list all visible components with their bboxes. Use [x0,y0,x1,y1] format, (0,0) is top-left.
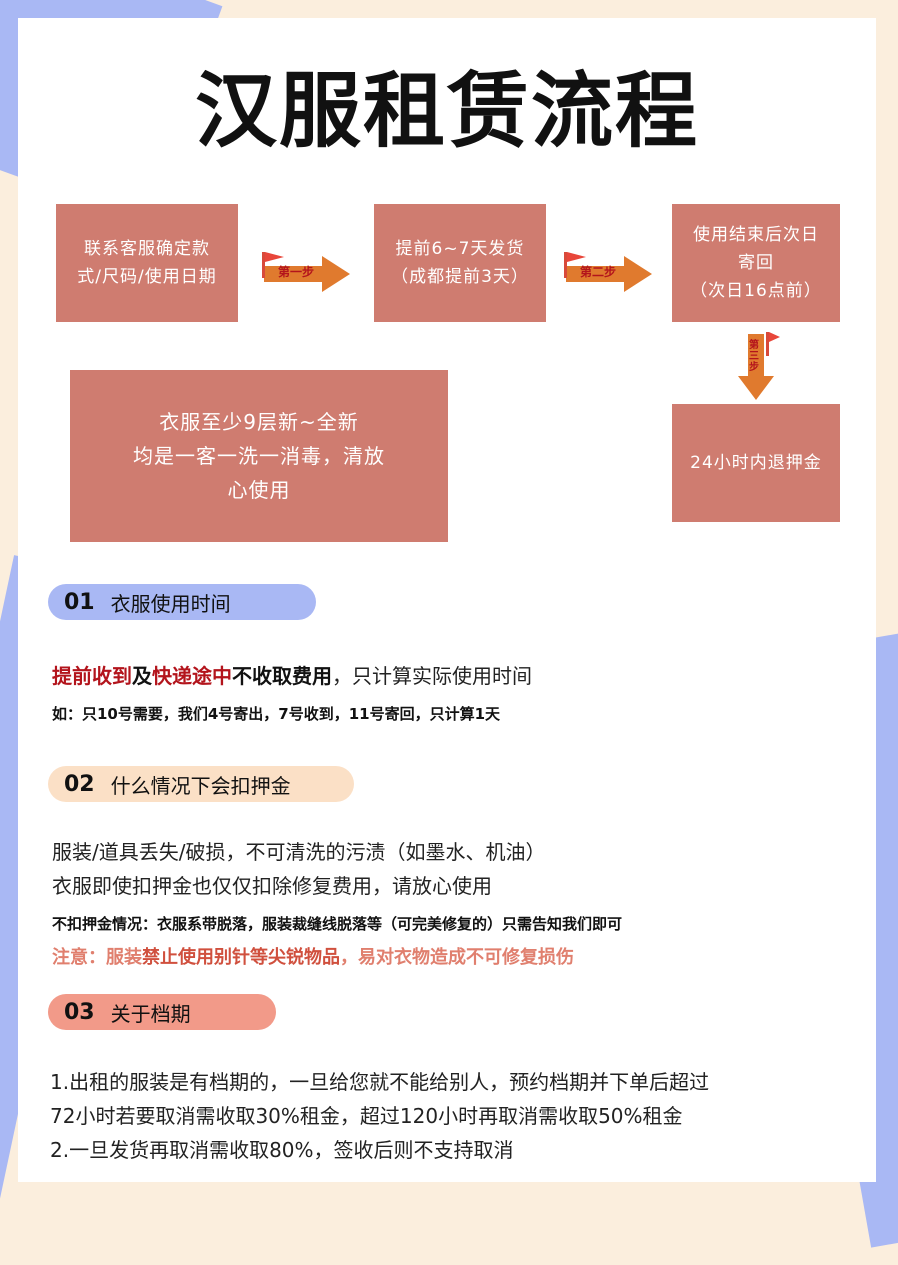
quality-note-text: 衣服至少9层新~全新 均是一客一洗一消毒，清放 心使用 [133,410,385,502]
section-2-number: 02 [64,771,95,797]
warning-suffix: ，易对衣物造成不可修复损伤 [340,947,574,968]
step-2-arrow-label: 第二步 [580,265,617,279]
flow-step-1-box: 联系客服确定款 式/尺码/使用日期 [56,204,238,322]
section-3-header: 03 关于档期 [48,994,276,1030]
flow-step-4-text: 24小时内退押金 [690,453,822,473]
step-1-arrow-label: 第一步 [278,265,315,279]
warning-highlight: 禁止使用别针等尖锐物品 [142,947,340,968]
section-1-line-1-rest: ，只计算实际使用时间 [332,664,532,688]
section-1-header: 01 衣服使用时间 [48,584,316,620]
section-3-number: 03 [64,999,95,1025]
section-1-label: 衣服使用时间 [110,591,231,616]
flow-step-2-box: 提前6~7天发货 （成都提前3天） [374,204,546,322]
step-2-arrow-icon [564,252,652,292]
quality-note-box: 衣服至少9层新~全新 均是一客一洗一消毒，清放 心使用 [70,370,448,542]
section-1-line-1: 提前收到及快递途中不收取费用，只计算实际使用时间 [52,660,532,692]
section-2-line-1: 服装/道具丢失/破损，不可清洗的污渍（如墨水、机油） [52,840,546,864]
flow-step-3-box: 使用结束后次日 寄回 （次日16点前） [672,204,840,322]
highlight-early: 提前收到 [52,664,132,688]
section-1-number: 01 [64,589,95,615]
section-3-label: 关于档期 [110,1001,191,1026]
step-1-arrow-icon [262,252,350,292]
highlight-free: 不收取费用 [232,664,332,688]
section-2-header: 02 什么情况下会扣押金 [48,766,354,802]
connector-text: 及 [132,664,152,688]
step-3-arrow-label: 第三步 [749,340,759,373]
section-1-example: 如：只10号需要，我们4号寄出，7号收到，11号寄回，只计算1天 [52,705,501,723]
section-2-warning: 注意：服装禁止使用别针等尖锐物品，易对衣物造成不可修复损伤 [52,942,574,974]
content-card: 汉服租赁流程 联系客服确定款 式/尺码/使用日期 第一步 提前6~7天发货 （成… [18,18,876,1182]
highlight-transit: 快递途中 [152,664,232,688]
warning-prefix: 注意：服装 [52,947,142,968]
section-3-line-1: 1.出租的服装是有档期的，一旦给您就不能给别人，预约档期并下单后超过 [50,1070,710,1094]
section-2-label: 什么情况下会扣押金 [110,773,291,798]
section-2-line-2: 衣服即使扣押金也仅仅扣除修复费用，请放心使用 [52,874,492,898]
flow-step-3-text: 使用结束后次日 寄回 （次日16点前） [690,225,822,301]
flow-step-2-text: 提前6~7天发货 （成都提前3天） [391,239,529,287]
section-3-line-2: 72小时若要取消需收取30%租金，超过120小时再取消需收取50%租金 [50,1104,683,1128]
section-2-line-3: 不扣押金情况：衣服系带脱落，服装裁缝线脱落等（可完美修复的）只需告知我们即可 [52,915,623,933]
page-title: 汉服租赁流程 [194,64,699,159]
section-3-line-3: 2.一旦发货再取消需收取80%，签收后则不支持取消 [50,1138,514,1162]
flow-step-4-box: 24小时内退押金 [672,404,840,522]
step-3-arrow-icon [738,332,780,400]
flow-step-1-text: 联系客服确定款 式/尺码/使用日期 [77,239,217,287]
